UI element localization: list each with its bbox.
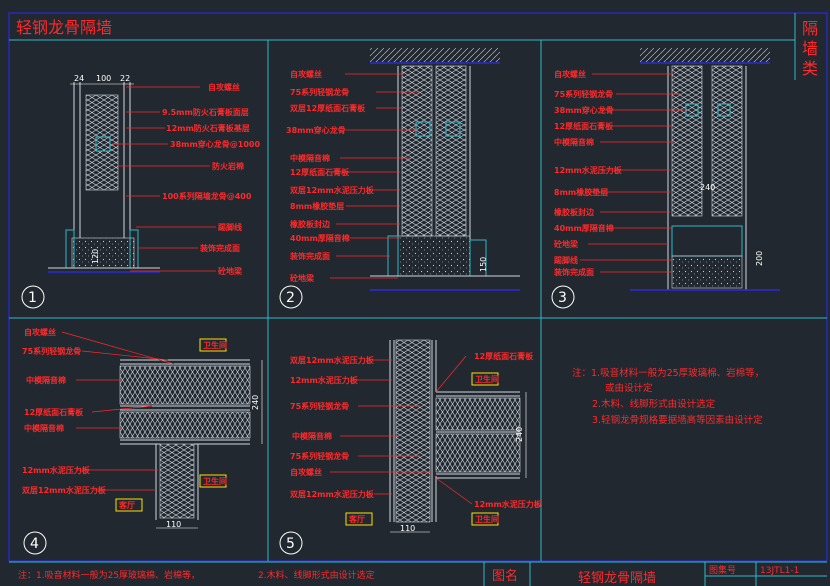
- svg-text:75系列轻钢龙骨: 75系列轻钢龙骨: [554, 89, 613, 99]
- outer-frame: [8, 12, 828, 562]
- svg-text:中模隔音棉: 中模隔音棉: [26, 375, 66, 385]
- svg-text:双层12mm水泥压力板: 双层12mm水泥压力板: [290, 185, 375, 195]
- svg-text:注：1.吸音材料一般为25厚玻璃棉、岩棉等，: 注：1.吸音材料一般为25厚玻璃棉、岩棉等，: [572, 367, 764, 379]
- svg-text:砼地梁: 砼地梁: [554, 239, 579, 249]
- svg-text:自攻螺丝: 自攻螺丝: [290, 467, 322, 477]
- svg-text:12mm水泥压力板: 12mm水泥压力板: [290, 375, 359, 385]
- svg-text:22: 22: [120, 74, 130, 83]
- svg-text:隔: 隔: [802, 19, 818, 38]
- svg-text:中模隔音棉: 中模隔音棉: [292, 431, 332, 441]
- svg-text:12mm防火石膏板基层: 12mm防火石膏板基层: [166, 123, 250, 133]
- svg-text:踢脚线: 踢脚线: [218, 222, 242, 232]
- svg-text:240: 240: [251, 395, 260, 410]
- svg-text:40mm厚隔音棉: 40mm厚隔音棉: [290, 233, 350, 243]
- svg-text:防火岩棉: 防火岩棉: [212, 161, 244, 171]
- svg-text:12mm水泥压力板: 12mm水泥压力板: [474, 499, 543, 509]
- svg-text:9.5mm防火石膏板面层: 9.5mm防火石膏板面层: [162, 107, 249, 117]
- svg-text:自攻螺丝: 自攻螺丝: [24, 327, 56, 337]
- svg-text:240: 240: [515, 427, 524, 442]
- detail-number-1: 1: [28, 290, 37, 306]
- svg-text:装饰完成面: 装饰完成面: [199, 243, 240, 253]
- sheet-title: 轻钢龙骨隔墙: [16, 18, 112, 37]
- svg-text:自攻螺丝: 自攻螺丝: [208, 82, 240, 92]
- svg-text:中模隔音棉: 中模隔音棉: [554, 137, 594, 147]
- svg-text:橡胶板封边: 橡胶板封边: [290, 219, 331, 229]
- svg-text:图集号: 图集号: [709, 564, 736, 576]
- side-tab: 隔 墙 类: [802, 19, 818, 78]
- svg-text:轻钢龙骨隔墙: 轻钢龙骨隔墙: [578, 571, 656, 586]
- svg-text:类: 类: [802, 59, 818, 78]
- svg-text:8mm橡胶垫层: 8mm橡胶垫层: [554, 187, 608, 197]
- svg-text:38mm穿心龙骨: 38mm穿心龙骨: [286, 125, 346, 135]
- svg-text:双层12mm水泥压力板: 双层12mm水泥压力板: [22, 485, 107, 495]
- detail-4: 240 110 卫生间 卫生间 客厅 自攻螺丝 75系列轻钢龙骨 中模隔音棉 1…: [22, 327, 263, 555]
- svg-text:12厚纸面石膏板: 12厚纸面石膏板: [290, 167, 350, 177]
- svg-text:自攻螺丝: 自攻螺丝: [290, 69, 322, 79]
- detail-number-2: 2: [286, 290, 295, 306]
- svg-text:200: 200: [755, 251, 764, 266]
- svg-text:13JTL1-1: 13JTL1-1: [760, 566, 799, 576]
- svg-text:24: 24: [74, 74, 84, 83]
- svg-text:12厚纸面石膏板: 12厚纸面石膏板: [24, 407, 84, 417]
- svg-text:装饰完成面: 装饰完成面: [289, 251, 330, 261]
- svg-text:75系列轻钢龙骨: 75系列轻钢龙骨: [22, 346, 81, 356]
- svg-text:38mm穿心龙骨@1000: 38mm穿心龙骨@1000: [170, 139, 261, 149]
- svg-text:240: 240: [700, 183, 715, 192]
- detail-number-4: 4: [30, 536, 39, 552]
- svg-text:橡胶板封边: 橡胶板封边: [554, 207, 595, 217]
- svg-text:卫生间: 卫生间: [475, 374, 499, 384]
- detail-5: 240 110 卫生间 卫生间 客厅 双层12mm水泥压力板 12mm水泥压力板…: [279, 339, 543, 555]
- svg-text:2.木料、线脚形式由设计选定: 2.木料、线脚形式由设计选定: [592, 398, 716, 410]
- svg-text:墙: 墙: [802, 39, 818, 58]
- title-block: 注：1.吸音材料一般为25厚玻璃棉、岩棉等， 2.木料、线脚形式由设计选定 图名…: [9, 561, 827, 586]
- svg-text:踢脚线: 踢脚线: [554, 255, 578, 265]
- svg-text:100: 100: [96, 74, 111, 83]
- svg-text:卫生间: 卫生间: [475, 514, 499, 524]
- svg-text:75系列轻钢龙骨: 75系列轻钢龙骨: [290, 401, 349, 411]
- svg-text:110: 110: [166, 520, 181, 529]
- svg-text:图名: 图名: [492, 568, 518, 584]
- svg-text:75系列轻钢龙骨: 75系列轻钢龙骨: [290, 451, 349, 461]
- svg-text:注：1.吸音材料一般为25厚玻璃棉、岩棉等，: 注：1.吸音材料一般为25厚玻璃棉、岩棉等，: [18, 569, 200, 581]
- svg-text:中模隔音棉: 中模隔音棉: [290, 153, 330, 163]
- svg-text:110: 110: [400, 524, 415, 533]
- svg-text:12厚纸面石膏板: 12厚纸面石膏板: [554, 121, 614, 131]
- svg-text:双层12mm水泥压力板: 双层12mm水泥压力板: [290, 489, 375, 499]
- svg-text:120: 120: [91, 249, 100, 264]
- svg-text:8mm橡胶垫层: 8mm橡胶垫层: [290, 201, 344, 211]
- svg-text:装饰完成面: 装饰完成面: [553, 267, 594, 277]
- detail-3: 240 200 自攻螺丝 75系列轻钢龙骨 38mm穿心龙骨 12厚纸面石膏板 …: [551, 48, 780, 309]
- svg-text:2.木料、线脚形式由设计选定: 2.木料、线脚形式由设计选定: [258, 569, 375, 581]
- svg-text:卫生间: 卫生间: [203, 340, 227, 350]
- svg-text:150: 150: [479, 257, 488, 272]
- svg-text:或由设计定: 或由设计定: [605, 382, 653, 394]
- svg-text:40mm厚隔音棉: 40mm厚隔音棉: [554, 223, 614, 233]
- svg-text:客厅: 客厅: [348, 514, 365, 524]
- svg-text:客厅: 客厅: [118, 500, 135, 510]
- svg-text:75系列轻钢龙骨: 75系列轻钢龙骨: [290, 87, 349, 97]
- svg-text:卫生间: 卫生间: [203, 476, 227, 486]
- general-notes: 注：1.吸音材料一般为25厚玻璃棉、岩棉等， 或由设计定 2.木料、线脚形式由设…: [572, 367, 764, 426]
- svg-text:砼地梁: 砼地梁: [218, 266, 243, 276]
- detail-number-5: 5: [286, 536, 295, 552]
- detail-1: 24 100 22 120 自攻螺丝 9.5mm防火石膏板面层 12mm防火石膏…: [21, 74, 261, 309]
- svg-text:38mm穿心龙骨: 38mm穿心龙骨: [554, 105, 614, 115]
- svg-text:100系列隔墙龙骨@400: 100系列隔墙龙骨@400: [162, 191, 252, 201]
- detail-number-3: 3: [558, 290, 567, 306]
- svg-text:中模隔音棉: 中模隔音棉: [24, 423, 64, 433]
- detail-2: 150 自攻螺丝 75系列轻钢龙骨 双层12厚纸面石膏板 38mm穿心龙骨 中模…: [279, 48, 520, 309]
- svg-text:12mm水泥压力板: 12mm水泥压力板: [554, 165, 623, 175]
- svg-text:砼地梁: 砼地梁: [290, 273, 315, 283]
- svg-text:12厚纸面石膏板: 12厚纸面石膏板: [474, 351, 534, 361]
- svg-text:3.轻钢龙骨规格要据墙高等因素由设计定: 3.轻钢龙骨规格要据墙高等因素由设计定: [592, 414, 763, 426]
- svg-text:自攻螺丝: 自攻螺丝: [554, 69, 586, 79]
- svg-text:双层12厚纸面石膏板: 双层12厚纸面石膏板: [290, 103, 366, 113]
- svg-text:双层12mm水泥压力板: 双层12mm水泥压力板: [290, 355, 375, 365]
- svg-text:12mm水泥压力板: 12mm水泥压力板: [22, 465, 91, 475]
